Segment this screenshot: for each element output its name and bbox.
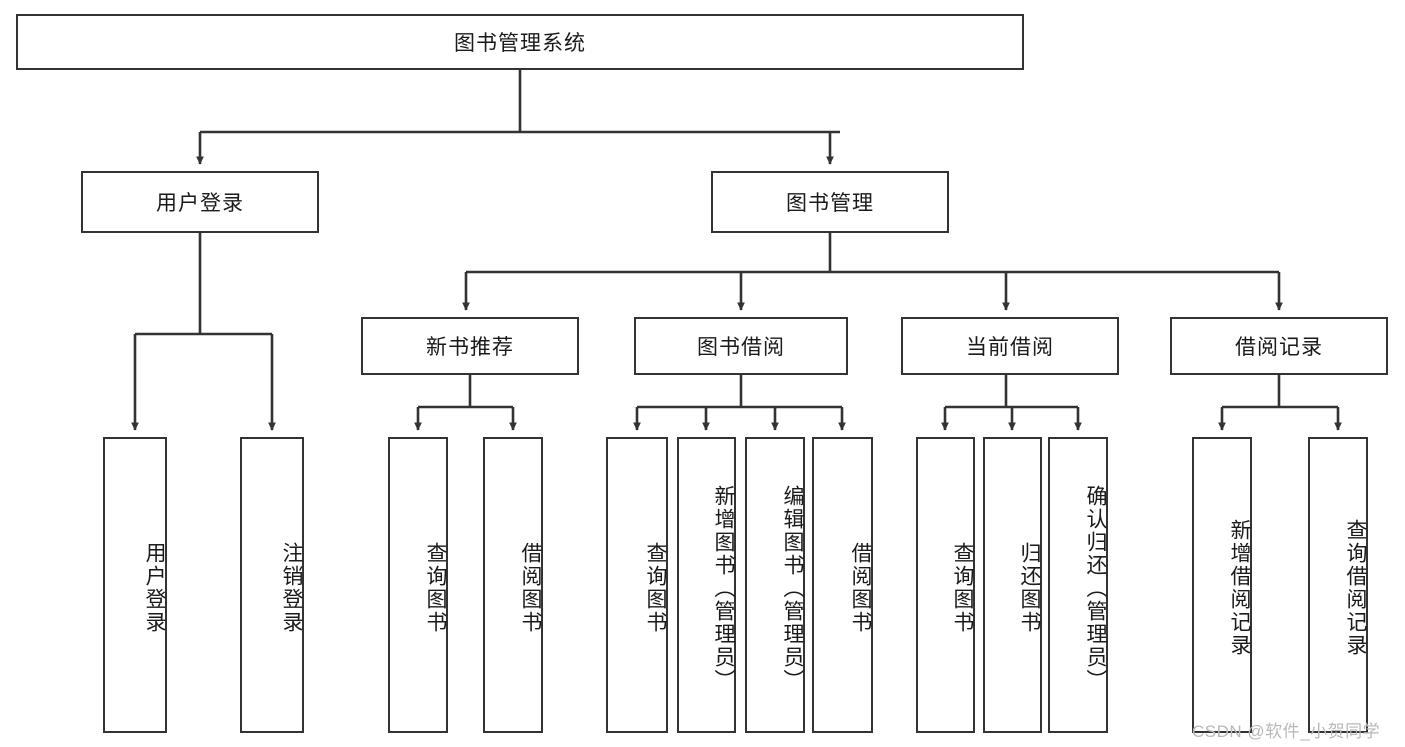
node-leaf-query-book-current[interactable]: 查询图书 [916, 437, 975, 733]
node-leaf-edit-book-admin-label: 编辑图书（管理员） [781, 484, 804, 692]
node-new-book-recommend-label: 新书推荐 [426, 336, 514, 359]
node-book-management[interactable]: 图书管理 [711, 171, 949, 233]
node-leaf-add-book-admin-label: 新增图书（管理员） [712, 484, 735, 692]
csdn-watermark: CSDN @软件_小贺同学 [1192, 722, 1381, 741]
node-leaf-user-login-label: 用户登录 [143, 542, 166, 634]
node-leaf-confirm-return-admin[interactable]: 确认归还（管理员） [1048, 437, 1108, 733]
node-user-login-label: 用户登录 [156, 192, 244, 215]
node-book-management-label: 图书管理 [786, 192, 874, 215]
node-root[interactable]: 图书管理系统 [16, 14, 1024, 70]
node-current-borrow-label: 当前借阅 [966, 336, 1054, 359]
node-leaf-return-book-label: 归还图书 [1018, 542, 1041, 634]
node-borrow-record[interactable]: 借阅记录 [1170, 317, 1388, 375]
node-current-borrow[interactable]: 当前借阅 [901, 317, 1119, 375]
node-leaf-query-book-borrow-label: 查询图书 [644, 542, 667, 634]
node-book-borrow-label: 图书借阅 [697, 336, 785, 359]
node-borrow-record-label: 借阅记录 [1235, 336, 1323, 359]
node-leaf-logout-login-label: 注销登录 [280, 542, 303, 634]
node-leaf-user-login[interactable]: 用户登录 [103, 437, 167, 733]
node-root-label: 图书管理系统 [454, 32, 586, 55]
node-user-login[interactable]: 用户登录 [81, 171, 319, 233]
node-leaf-query-book-borrow[interactable]: 查询图书 [606, 437, 668, 733]
node-leaf-confirm-return-admin-label: 确认归还（管理员） [1084, 484, 1107, 692]
node-leaf-query-book-current-label: 查询图书 [951, 542, 974, 634]
node-leaf-query-book-recommend[interactable]: 查询图书 [388, 437, 448, 733]
node-new-book-recommend[interactable]: 新书推荐 [361, 317, 579, 375]
node-leaf-return-book[interactable]: 归还图书 [983, 437, 1042, 733]
node-leaf-borrow-book-recommend-label: 借阅图书 [519, 542, 542, 634]
node-leaf-borrow-book[interactable]: 借阅图书 [812, 437, 873, 733]
node-book-borrow[interactable]: 图书借阅 [634, 317, 848, 375]
node-leaf-borrow-book-label: 借阅图书 [849, 542, 872, 634]
node-leaf-logout-login[interactable]: 注销登录 [240, 437, 304, 733]
node-leaf-borrow-book-recommend[interactable]: 借阅图书 [483, 437, 543, 733]
node-leaf-query-borrow-record-label: 查询借阅记录 [1344, 519, 1367, 657]
node-leaf-add-book-admin[interactable]: 新增图书（管理员） [677, 437, 736, 733]
node-leaf-add-borrow-record[interactable]: 新增借阅记录 [1192, 437, 1252, 733]
node-leaf-edit-book-admin[interactable]: 编辑图书（管理员） [745, 437, 805, 733]
node-leaf-add-borrow-record-label: 新增借阅记录 [1228, 519, 1251, 657]
node-leaf-query-borrow-record[interactable]: 查询借阅记录 [1308, 437, 1368, 733]
node-leaf-query-book-recommend-label: 查询图书 [424, 542, 447, 634]
